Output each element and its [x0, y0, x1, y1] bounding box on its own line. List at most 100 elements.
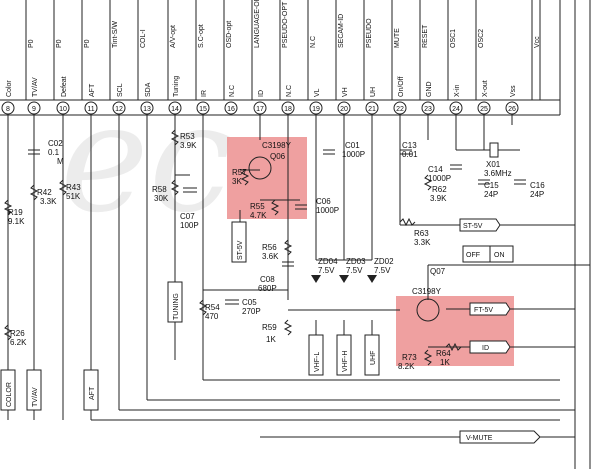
svg-text:ZD03: ZD03: [346, 257, 366, 266]
pin-8: [1, 101, 15, 115]
pin-number-17: 17: [256, 106, 264, 113]
pin-name-23: GND: [426, 81, 433, 97]
svg-text:3K: 3K: [232, 177, 242, 186]
svg-text:470: 470: [205, 312, 219, 321]
pin-22: [393, 101, 407, 115]
svg-text:0.01: 0.01: [402, 150, 418, 159]
highlight-q06: [227, 137, 307, 219]
svg-text:R43: R43: [66, 183, 81, 192]
svg-text:X01: X01: [486, 160, 501, 169]
top-label: S.C-opt: [198, 24, 205, 48]
net-tag-id: [469, 340, 511, 354]
svg-text:R54: R54: [205, 303, 220, 312]
svg-text:24P: 24P: [530, 190, 544, 199]
pin-name-9: TV/AV: [32, 77, 39, 97]
pin-number-15: 15: [199, 106, 207, 113]
net-label-id: ID: [482, 345, 489, 352]
pin-number-13: 13: [143, 106, 151, 113]
net-label-st5v-a: ST-5V: [237, 240, 244, 260]
net-tag-aft: [83, 369, 99, 411]
top-label: PSEUDO-OPT: [282, 1, 289, 48]
pin-11: [84, 101, 98, 115]
svg-text:270P: 270P: [242, 307, 261, 316]
svg-text:R64: R64: [436, 349, 451, 358]
top-label: OSD-opt: [226, 21, 233, 48]
pin-name-16: N.C: [229, 85, 236, 97]
pin-13: [140, 101, 154, 115]
svg-text:C14: C14: [428, 165, 443, 174]
svg-text:1000P: 1000P: [428, 174, 451, 183]
svg-text:9.1K: 9.1K: [8, 217, 25, 226]
net-label-ft5v: FT-5V: [474, 307, 493, 314]
top-label: PSEUDO: [366, 18, 373, 48]
svg-text:R55: R55: [250, 202, 265, 211]
net-tag-tvav: [26, 369, 42, 411]
svg-text:3.9K: 3.9K: [430, 194, 447, 203]
top-label: SECAM-ID: [338, 14, 345, 48]
net-label-tvav: TV/AV: [32, 387, 39, 407]
svg-text:R63: R63: [414, 229, 429, 238]
svg-text:R19: R19: [8, 208, 23, 217]
svg-text:3.6K: 3.6K: [262, 252, 279, 261]
top-label: Tint-S/W: [112, 21, 119, 48]
pin-16: [224, 101, 238, 115]
pin-10: [56, 101, 70, 115]
pin-number-25: 25: [480, 106, 488, 113]
pin-number-26: 26: [508, 106, 516, 113]
pin-23: [421, 101, 435, 115]
net-tag-tuning: [167, 281, 183, 323]
pin-20: [337, 101, 351, 115]
svg-text:100P: 100P: [180, 221, 199, 230]
net-label-uhf: UHF: [370, 351, 377, 365]
svg-text:C05: C05: [242, 298, 257, 307]
top-label: P0: [28, 39, 35, 48]
top-label: P0: [84, 39, 91, 48]
svg-text:7.5V: 7.5V: [374, 266, 391, 275]
off-on-switch: [462, 245, 514, 263]
top-label: OSC2: [478, 29, 485, 48]
svg-text:C01: C01: [345, 141, 360, 150]
net-label-vmute: V-MUTE: [466, 435, 493, 442]
svg-text:R53: R53: [180, 132, 195, 141]
svg-text:C06: C06: [316, 197, 331, 206]
zd02-diode: [367, 275, 377, 283]
svg-text:C02: C02: [48, 139, 63, 148]
pin-25: [477, 101, 491, 115]
svg-text:6.2K: 6.2K: [10, 338, 27, 347]
svg-text:R57: R57: [232, 168, 247, 177]
net-tag-vhfh: [336, 334, 352, 376]
svg-text:R73: R73: [402, 353, 417, 362]
top-label: LANGUAGE-OPT: [254, 0, 261, 48]
svg-text:C3198Y: C3198Y: [412, 287, 442, 296]
svg-text:R26: R26: [10, 329, 25, 338]
svg-text:R58: R58: [152, 185, 167, 194]
watermark: ec: [60, 72, 233, 246]
net-tag-st5v-a: [231, 221, 247, 263]
svg-text:Q06: Q06: [270, 152, 286, 161]
pin-name-12: SCL: [117, 83, 124, 97]
svg-text:7.5V: 7.5V: [346, 266, 363, 275]
svg-text:C16: C16: [530, 181, 545, 190]
pin-name-13: SDA: [145, 82, 152, 97]
pin-number-20: 20: [340, 106, 348, 113]
net-label-color: COLOR: [6, 382, 13, 407]
svg-text:C15: C15: [484, 181, 499, 190]
